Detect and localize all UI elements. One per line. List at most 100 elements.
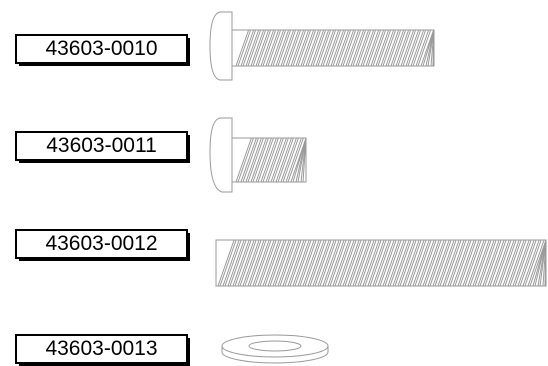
thread-line (544, 239, 547, 287)
thread-line (287, 239, 305, 287)
thread-line (240, 29, 255, 67)
thread-line (517, 239, 535, 287)
thread-line (365, 29, 380, 67)
thread-line (522, 239, 540, 287)
thread-line (432, 29, 435, 67)
thread-line (359, 239, 377, 287)
thread-line (512, 239, 530, 287)
thread-line (265, 137, 282, 183)
thread-line (337, 29, 352, 67)
thread-line (417, 239, 435, 287)
thread-line (399, 239, 417, 287)
thread-line (310, 29, 325, 67)
thread-line (410, 29, 425, 67)
thread-line (357, 29, 372, 67)
thread-line (280, 29, 295, 67)
thread-line (262, 239, 280, 287)
part-number-label: 43603-0011 (15, 131, 190, 163)
thread-line (362, 239, 380, 287)
thread-line (315, 29, 330, 67)
thread-line (427, 239, 445, 287)
thread-line (405, 29, 420, 67)
thread-line (394, 239, 412, 287)
thread-line (297, 239, 315, 287)
thread-line (314, 239, 332, 287)
thread-line (252, 137, 269, 183)
thread-line (474, 239, 492, 287)
thread-line (282, 239, 300, 287)
thread-line (379, 239, 397, 287)
thread-line (407, 29, 422, 67)
thread-line (382, 239, 400, 287)
thread-line (494, 239, 512, 287)
thread-line (482, 239, 500, 287)
thread-line (257, 239, 275, 287)
thread-line (257, 137, 274, 183)
thread-line (237, 29, 252, 67)
thread-line (424, 239, 442, 287)
thread-line (295, 29, 310, 67)
thread-line (479, 239, 497, 287)
thread-line (282, 29, 297, 67)
thread-line (457, 239, 475, 287)
thread-line (235, 137, 252, 183)
thread-line (292, 239, 310, 287)
thread-line (377, 29, 392, 67)
thread-line (367, 29, 382, 67)
thread-line (384, 239, 402, 287)
thread-line (504, 239, 522, 287)
thread-line (322, 239, 340, 287)
thread-line (492, 239, 510, 287)
thread-line (302, 29, 317, 67)
thread-line (217, 239, 235, 287)
thread-line (439, 239, 457, 287)
thread-line (244, 239, 262, 287)
thread-line (407, 239, 425, 287)
thread-line (469, 239, 487, 287)
thread-line (242, 239, 260, 287)
thread-line (299, 239, 317, 287)
thread-line (442, 239, 460, 287)
thread-line (254, 239, 272, 287)
thread-line (400, 29, 415, 67)
thread-line (337, 239, 355, 287)
thread-line (222, 239, 240, 287)
thread-line (260, 137, 277, 183)
thread-line (270, 29, 285, 67)
thread-line (275, 29, 290, 67)
thread-line (374, 239, 392, 287)
thread-line (279, 239, 297, 287)
thread-line (252, 29, 267, 67)
thread-line (519, 239, 537, 287)
thread-line (272, 137, 289, 183)
thread-line (292, 29, 307, 67)
thread-line (402, 239, 420, 287)
thread-line (307, 29, 322, 67)
thread-line (459, 239, 477, 287)
thread-line (242, 137, 259, 183)
thread-line (245, 29, 260, 67)
thread-line (447, 239, 465, 287)
thread-line (360, 29, 375, 67)
thread-line (332, 29, 347, 67)
thread-line (272, 239, 290, 287)
thread-line (234, 239, 252, 287)
thread-line (390, 29, 405, 67)
thread-line (237, 239, 255, 287)
screw-head (209, 117, 233, 193)
thread-line (317, 239, 335, 287)
threaded-rod (215, 239, 547, 287)
thread-line (342, 29, 357, 67)
thread-line (344, 239, 362, 287)
thread-line (402, 29, 417, 67)
thread-line (285, 29, 300, 67)
thread-line (449, 239, 467, 287)
thread-line (277, 137, 294, 183)
button-head-screw-long (209, 11, 435, 81)
thread-line (267, 29, 282, 67)
thread-line (319, 239, 337, 287)
thread-line (287, 137, 304, 183)
thread-line (305, 29, 320, 67)
thread-line (282, 137, 299, 183)
thread-line (370, 29, 385, 67)
